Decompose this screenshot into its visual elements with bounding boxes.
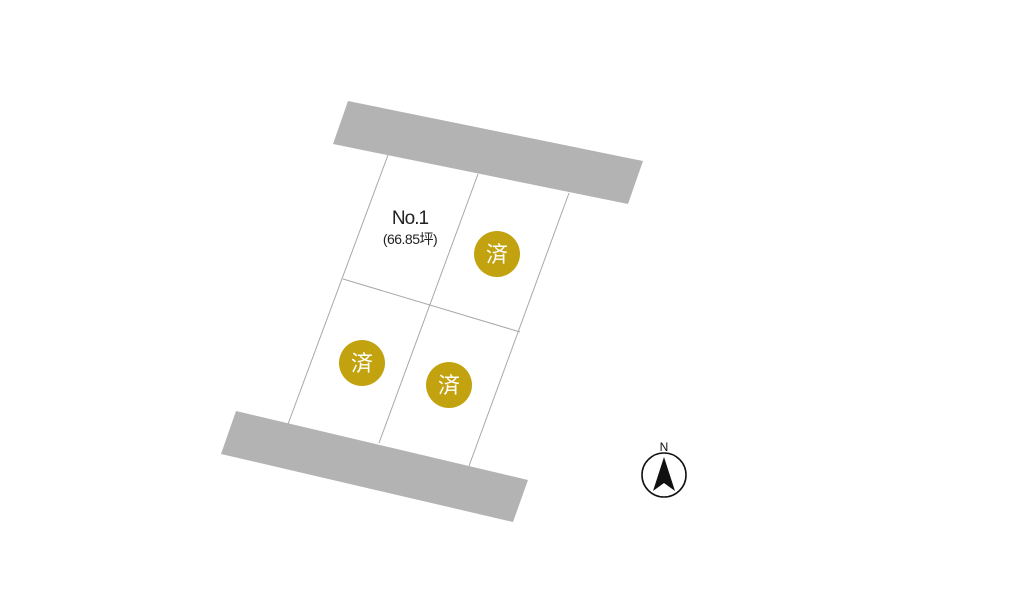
- sold-badge-label: 済: [438, 374, 460, 399]
- lot-1[interactable]: No.1 (66.85坪): [383, 208, 438, 247]
- lot-3[interactable]: 済: [339, 340, 385, 386]
- sold-badge-label: 済: [486, 243, 508, 268]
- north-road: [333, 101, 643, 204]
- lot-outline-left: [287, 154, 389, 425]
- lot-divider-mid: [378, 173, 479, 444]
- south-road: [221, 411, 528, 522]
- lot-4[interactable]: 済: [426, 362, 472, 408]
- sold-badge-label: 済: [351, 352, 373, 377]
- lot-1-area: (66.85坪): [383, 231, 437, 247]
- sold-badge: [426, 362, 472, 408]
- sold-badge: [474, 231, 520, 277]
- lot-1-name: No.1: [392, 208, 429, 229]
- lot-divider-cross: [342, 278, 521, 333]
- compass: N: [641, 440, 687, 498]
- lot-2[interactable]: 済: [474, 231, 520, 277]
- lot-boundaries: [287, 154, 570, 467]
- lot-outline-right: [468, 192, 570, 467]
- compass-north-label: N: [660, 440, 669, 454]
- sold-badge: [339, 340, 385, 386]
- north-arrow-icon: [653, 457, 675, 491]
